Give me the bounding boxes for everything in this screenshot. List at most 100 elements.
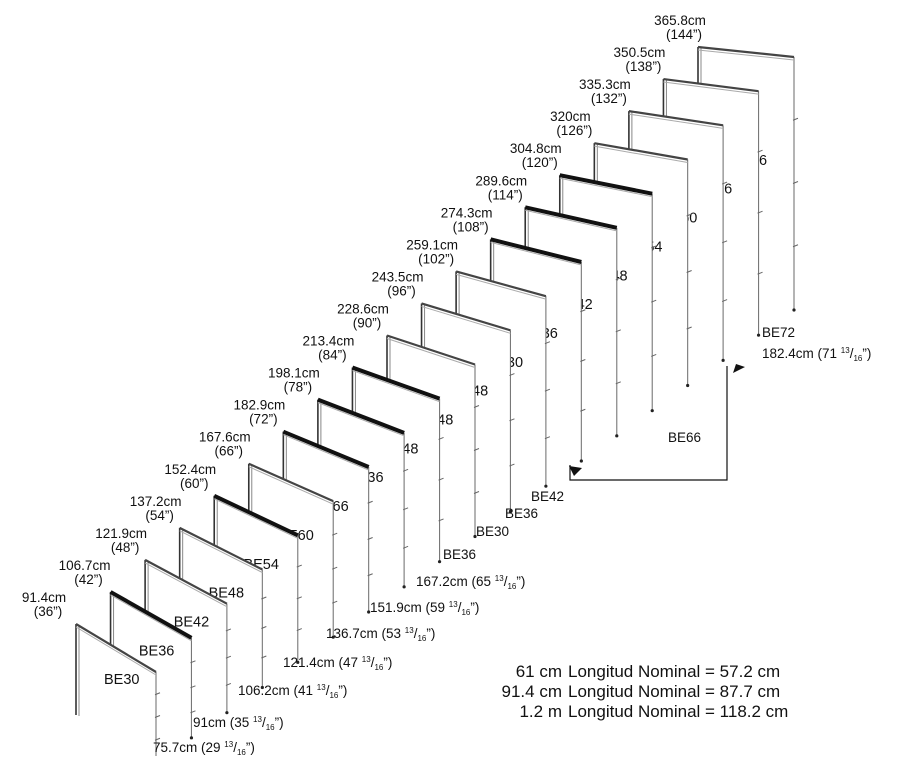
- rear-label: BE30: [476, 524, 510, 539]
- frame-connector: [686, 326, 692, 330]
- frame-connector: [544, 436, 551, 440]
- far-length-num: 13: [840, 346, 850, 355]
- length-label: 151.9cm (59 13/16”): [370, 600, 480, 617]
- frame-connector: [154, 715, 161, 718]
- frame-connector: [721, 181, 728, 185]
- far-model-label: BE72: [762, 325, 796, 340]
- length-label: 121.4cm (47 13/16”): [283, 655, 393, 672]
- length-text: 167.2cm (65: [416, 574, 495, 589]
- frame-top-rail: [421, 302, 511, 332]
- bracket-arrow-left: [569, 466, 582, 476]
- frame-connector: [332, 566, 338, 570]
- frame-foot: [367, 610, 371, 614]
- frame-height-in: (144”): [666, 27, 702, 42]
- frame-top-rail: [179, 526, 263, 571]
- frame-top-rail-inner: [525, 209, 617, 232]
- frame-model-label: BE36: [139, 643, 174, 659]
- frame-connector: [757, 149, 763, 153]
- length-label: 91cm (35 13/16”): [193, 715, 284, 732]
- frame-top-rail-inner: [386, 338, 476, 368]
- frame-foot: [296, 660, 300, 664]
- frame-connector: [580, 408, 586, 412]
- frame-top-rail: [351, 365, 441, 401]
- frame-height-cm: 289.6cm: [475, 173, 527, 188]
- far-length-label: 182.4cm (71 13/16”): [762, 346, 872, 363]
- frame-top-rail-inner: [559, 177, 653, 198]
- length-close: ”): [470, 600, 480, 615]
- frame-height-cm: 274.3cm: [441, 205, 493, 220]
- frame-height-in: (36”): [34, 604, 63, 619]
- length-den: 16: [265, 723, 275, 732]
- frame-foot: [437, 560, 442, 564]
- frame-height-in: (138”): [625, 59, 661, 74]
- frame-height-cm: 106.7cm: [59, 558, 111, 573]
- frame-top-rail-inner: [248, 466, 334, 505]
- note-row: 61 cm Longitud Nominal = 57.2 cm: [470, 662, 788, 682]
- frame-top-rail: [317, 397, 405, 435]
- frame-connector: [296, 628, 302, 632]
- frame-height-cm: 182.9cm: [233, 398, 285, 413]
- frame-foot: [189, 736, 194, 740]
- frame-height-in: (72”): [249, 412, 278, 427]
- length-label: 106.2cm (41 13/16”): [238, 683, 348, 700]
- length-num: 13: [224, 740, 234, 749]
- frame-connector: [792, 117, 799, 121]
- frame-height-cm: 304.8cm: [510, 141, 562, 156]
- frame-connector: [580, 309, 586, 313]
- frame-connector: [261, 626, 267, 629]
- length-close: ”): [245, 740, 255, 755]
- frame-connector: [438, 518, 444, 522]
- frame-connector: [473, 491, 480, 494]
- frame-panel: [76, 624, 156, 756]
- frame-height-in: (132”): [591, 91, 627, 106]
- frame-height-cm: 365.8cm: [654, 13, 706, 28]
- frame-foot: [579, 459, 583, 463]
- frame-height-in: (48”): [111, 540, 140, 555]
- frame-connector: [615, 381, 621, 385]
- frame-connector: [651, 245, 657, 249]
- frame-connector: [332, 600, 338, 604]
- frame-connector: [615, 329, 621, 333]
- length-den: 16: [236, 748, 246, 757]
- frame-top-rail: [455, 270, 547, 298]
- length-label: 75.7cm (29 13/16”): [153, 740, 255, 757]
- frame-top-rail-inner: [628, 113, 724, 129]
- length-text: 75.7cm (29: [153, 740, 225, 755]
- length-den: 16: [461, 608, 471, 617]
- length-close: ”): [426, 626, 436, 641]
- frame-height-cm: 198.1cm: [268, 366, 320, 381]
- length-text: 136.7cm (53: [326, 626, 405, 641]
- length-den: 16: [329, 691, 339, 700]
- frame-foot: [402, 585, 406, 589]
- frame-connector: [651, 353, 657, 357]
- note-size: 61 cm: [515, 662, 562, 681]
- bracket-arrow-right: [733, 364, 745, 373]
- frame-height-in: (54”): [145, 508, 174, 523]
- frame-height-in: (60”): [180, 476, 209, 491]
- frame-foot: [615, 434, 619, 438]
- length-close: ”): [338, 683, 348, 698]
- frame-foot: [508, 509, 513, 513]
- frame-foot: [686, 383, 690, 388]
- frame-connector: [154, 692, 161, 696]
- frame-top-rail-inner: [283, 434, 369, 471]
- frame-connector: [686, 213, 692, 217]
- frame-height-cm: 350.5cm: [614, 45, 666, 60]
- length-num: 13: [448, 600, 458, 609]
- frame-height-cm: 167.6cm: [199, 430, 251, 445]
- frame-connector: [473, 448, 480, 451]
- frame-top-rail: [144, 558, 228, 605]
- frame-connector: [509, 418, 515, 422]
- frame-top-rail-inner: [594, 145, 688, 163]
- frame-height-in: (78”): [284, 380, 313, 395]
- rear-label: BE36: [443, 547, 477, 562]
- frame-height-in: (84”): [318, 348, 347, 363]
- frame-top-rail: [524, 205, 618, 230]
- frame-connector: [225, 655, 232, 659]
- frame-height-cm: 91.4cm: [22, 590, 66, 605]
- frame-height-in: (90”): [353, 316, 382, 331]
- frame-connector: [651, 299, 657, 303]
- frame-top-rail-inner: [352, 370, 440, 403]
- frame-connector: [296, 564, 302, 568]
